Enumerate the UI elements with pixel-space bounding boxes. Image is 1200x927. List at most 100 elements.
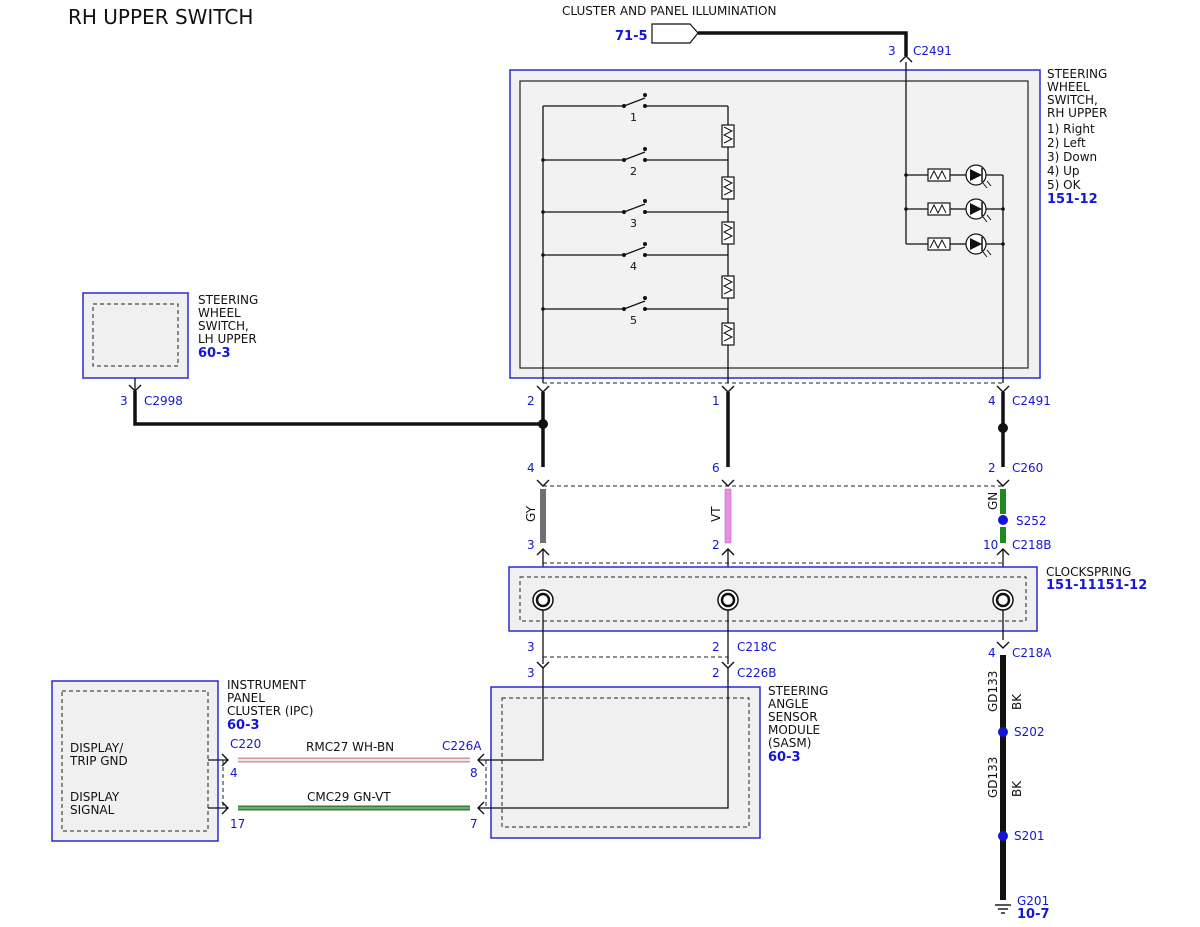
sasm-label: STEERING ANGLE SENSOR MODULE (SASM) 60-3 bbox=[768, 684, 828, 765]
c2491-connector: C2491 bbox=[1012, 394, 1051, 408]
ground2-color: BK bbox=[1010, 780, 1024, 797]
s252-splice bbox=[998, 515, 1008, 525]
svg-text:INSTRUMENT: INSTRUMENT bbox=[227, 678, 306, 692]
led-illumination bbox=[904, 62, 1005, 383]
ground1-circuit: GD133 bbox=[986, 671, 1000, 712]
c226a-pin-8: 8 bbox=[470, 766, 478, 780]
c226b-pin-2: 2 bbox=[712, 666, 720, 680]
cmc29-label: CMC29 GN-VT bbox=[307, 790, 391, 804]
c2998-pin: 3 bbox=[120, 394, 128, 408]
c218c-connector: C218C bbox=[737, 640, 777, 654]
c2491-pin-1: 1 bbox=[712, 394, 720, 408]
svg-text:4) Up: 4) Up bbox=[1047, 164, 1080, 178]
illumination-ref[interactable]: 71-5 bbox=[615, 29, 648, 44]
svg-text:5: 5 bbox=[630, 314, 637, 327]
rh-upper-switch-label: STEERING WHEEL SWITCH, RH UPPER 1) Right… bbox=[1047, 67, 1107, 207]
c2491-top-terminal bbox=[899, 55, 913, 63]
c2998-connector: C2998 bbox=[144, 394, 183, 408]
svg-text:RH UPPER: RH UPPER bbox=[1047, 106, 1107, 120]
svg-text:1: 1 bbox=[630, 111, 637, 124]
svg-text:CLUSTER (IPC): CLUSTER (IPC) bbox=[227, 704, 313, 718]
rmc27-label: RMC27 WH-BN bbox=[306, 740, 394, 754]
led-row-2 bbox=[906, 198, 1003, 223]
ipc-pin1-label-2: TRIP GND bbox=[69, 754, 128, 768]
svg-text:ANGLE: ANGLE bbox=[768, 697, 809, 711]
s252-label: S252 bbox=[1016, 514, 1047, 528]
lh-upper-switch-dashed bbox=[92, 303, 179, 367]
lh-upper-switch-label: STEERING WHEEL SWITCH, LH UPPER 60-3 bbox=[198, 293, 258, 361]
page-title: RH UPPER SWITCH bbox=[68, 5, 253, 29]
rh-upper-switch-inner bbox=[519, 80, 1029, 369]
illumination-arrow-connector bbox=[651, 23, 699, 44]
green-wire-lower bbox=[1000, 527, 1006, 543]
svg-text:PANEL: PANEL bbox=[227, 691, 265, 705]
illumination-wire bbox=[698, 31, 908, 56]
c2491-pin-2: 2 bbox=[527, 394, 535, 408]
violet-wire bbox=[724, 488, 732, 544]
sasm-internal-wire-1 bbox=[478, 668, 544, 761]
c218b-connector: C218B bbox=[1012, 538, 1052, 552]
switch-3: 3 bbox=[543, 199, 728, 230]
svg-text:2: 2 bbox=[630, 165, 637, 178]
c226a-pin-7: 7 bbox=[470, 817, 478, 831]
c260-connector: C260 bbox=[1012, 461, 1043, 475]
svg-text:STEERING: STEERING bbox=[768, 684, 828, 698]
c220-connector: C220 bbox=[230, 737, 261, 751]
gray-wire bbox=[540, 489, 546, 543]
c218b-pin-3: 3 bbox=[527, 538, 535, 552]
clockspring-outer bbox=[508, 566, 1038, 632]
c2491-pin-4: 4 bbox=[988, 394, 996, 408]
lh-upper-switch-outer bbox=[82, 292, 189, 379]
ipc-dashed bbox=[61, 690, 209, 832]
c226b-terminals bbox=[536, 661, 735, 669]
svg-text:3: 3 bbox=[630, 217, 637, 230]
c218c-pin-2: 2 bbox=[712, 640, 720, 654]
svg-text:5) OK: 5) OK bbox=[1047, 178, 1082, 192]
g201-label: G201 bbox=[1017, 894, 1049, 908]
c260-pin-4: 4 bbox=[527, 461, 535, 475]
c218c-pin-3: 3 bbox=[527, 640, 535, 654]
clockspring-ref[interactable]: 151-11151-12 bbox=[1046, 578, 1147, 593]
c2491-terminals bbox=[536, 385, 1010, 393]
sasm-dashed bbox=[501, 697, 750, 828]
c260-pin-2: 2 bbox=[988, 461, 996, 475]
green-wire-label: GN bbox=[986, 492, 1000, 510]
g201-ref[interactable]: 10-7 bbox=[1017, 907, 1050, 922]
ipc-ref[interactable]: 60-3 bbox=[227, 718, 260, 733]
c220-pin-4: 4 bbox=[230, 766, 238, 780]
clockspring-dashed bbox=[519, 576, 1027, 622]
ipc-outer bbox=[51, 680, 219, 842]
c218a-connector: C218A bbox=[1012, 646, 1052, 660]
switch-2: 2 bbox=[543, 147, 728, 178]
gray-wire-label: GY bbox=[524, 505, 538, 522]
illumination-label: CLUSTER AND PANEL ILLUMINATION bbox=[562, 4, 776, 18]
c218a-terminal bbox=[996, 641, 1010, 649]
clockspring-coils bbox=[532, 589, 1014, 611]
switch-5: 5 bbox=[543, 296, 728, 327]
c2491-top-pin: 3 bbox=[888, 44, 896, 58]
svg-text:4: 4 bbox=[630, 260, 637, 273]
c218b-pin-10: 10 bbox=[983, 538, 998, 552]
svg-text:MODULE: MODULE bbox=[768, 723, 820, 737]
switch-1: 1 bbox=[543, 93, 728, 124]
left-splice-dot bbox=[538, 419, 548, 429]
sasm-internal-wire-2 bbox=[478, 668, 729, 809]
c218b-pin-2: 2 bbox=[712, 538, 720, 552]
lh-switch-wire bbox=[133, 391, 543, 426]
svg-text:3) Down: 3) Down bbox=[1047, 150, 1097, 164]
rh-upper-switch-ref[interactable]: 151-12 bbox=[1047, 192, 1098, 207]
ipc-pin2-label-2: SIGNAL bbox=[70, 803, 115, 817]
lh-upper-switch-ref[interactable]: 60-3 bbox=[198, 346, 231, 361]
ipc-pin1-label-1: DISPLAY/ bbox=[70, 741, 124, 755]
s202-splice bbox=[998, 727, 1008, 737]
sasm-ref[interactable]: 60-3 bbox=[768, 750, 801, 765]
switch-4: 4 bbox=[543, 242, 728, 273]
svg-text:WHEEL: WHEEL bbox=[1047, 80, 1090, 94]
c226a-terminals bbox=[477, 753, 485, 815]
sasm-outer bbox=[490, 686, 761, 839]
c218b-terminals bbox=[536, 548, 1010, 556]
c260-pin-6: 6 bbox=[712, 461, 720, 475]
s202-label: S202 bbox=[1014, 725, 1045, 739]
svg-text:STEERING: STEERING bbox=[198, 293, 258, 307]
c218a-pin: 4 bbox=[988, 646, 996, 660]
